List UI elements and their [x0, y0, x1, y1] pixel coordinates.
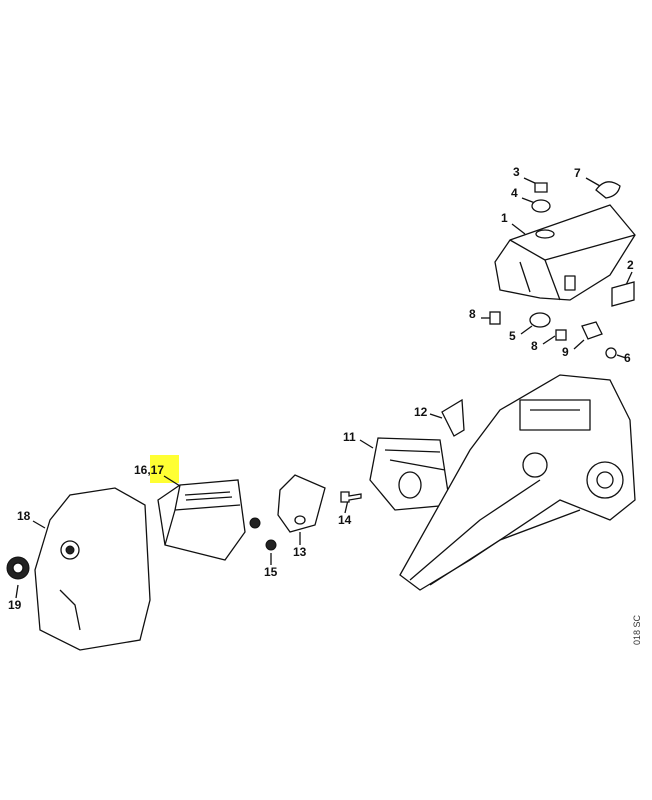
highlight-marker: [150, 455, 179, 483]
part-11-carb-box: [369, 437, 451, 511]
label-part-15: 15: [264, 565, 278, 579]
part-14-screw: [340, 491, 362, 503]
label-part-19: 19: [8, 598, 22, 612]
nut: [249, 517, 261, 529]
drawing-code: 018 SC: [632, 614, 643, 646]
leader-lines: [15, 177, 633, 599]
label-part-9: 9: [562, 345, 569, 359]
part-7-cap: [595, 181, 621, 199]
label-part-2: 2: [627, 258, 634, 272]
engine-housing: [399, 374, 636, 591]
label-part-12: 12: [414, 405, 428, 419]
label-part-11: 11: [343, 430, 356, 444]
part-12-baffle: [441, 398, 465, 437]
part-16-17-air-filter: [157, 479, 246, 561]
part-13-spacer: [277, 474, 326, 533]
label-part-3: 3: [513, 165, 520, 179]
label-part-7: 7: [574, 166, 581, 180]
part-2-latch: [611, 281, 635, 307]
label-part-4: 4: [511, 186, 518, 200]
label-part-1: 1: [501, 211, 508, 225]
label-part-6: 6: [624, 351, 631, 365]
part-19-knob: [6, 556, 30, 580]
label-part-8: 8: [469, 307, 476, 321]
label-part-13: 13: [293, 545, 307, 559]
label-part-16-17: 16,17: [134, 463, 165, 477]
part-5-bushing: [529, 312, 551, 328]
part-18-shroud: [34, 487, 151, 651]
part-4-bushing: [531, 199, 551, 213]
part-6-nut: [605, 347, 617, 359]
part-3-grommet: [534, 182, 548, 193]
label-part-18: 18: [17, 509, 31, 523]
part-15-nut: [265, 539, 277, 551]
label-part-5: 5: [509, 329, 516, 343]
part-8-screw-b: [555, 329, 567, 341]
label-part-8: 8: [531, 339, 538, 353]
part-9-clip: [581, 321, 603, 340]
label-part-14: 14: [338, 513, 352, 527]
part-8-screw-a: [489, 311, 501, 325]
part-1-top-cover: [494, 204, 636, 301]
